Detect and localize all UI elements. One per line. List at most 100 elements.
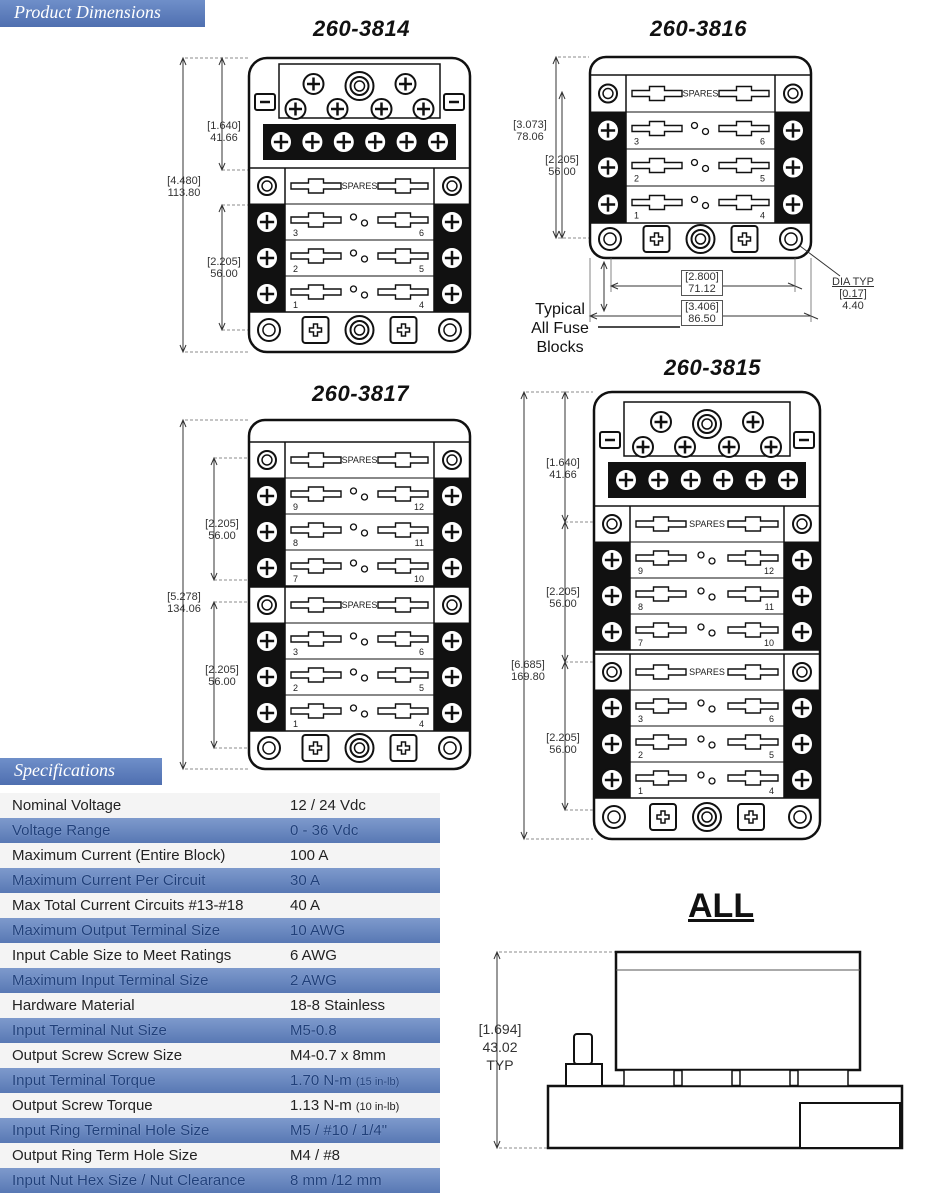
dimension-arrow	[561, 660, 569, 670]
spec-label: Nominal Voltage	[12, 797, 122, 814]
fuse-number: 2	[293, 264, 298, 274]
dim-3817-fuse-a: [2.205]56.00	[205, 518, 239, 542]
dimension-arrow	[218, 56, 226, 66]
mount-hole-inner	[446, 180, 458, 192]
fuse-number: 10	[414, 574, 424, 584]
fuse-number: 2	[293, 683, 298, 693]
dimension-arrow	[179, 56, 187, 66]
spec-row: Nominal Voltage 12 / 24 Vdc	[0, 793, 440, 818]
fuse-icon	[727, 698, 779, 714]
dimension-arrow	[493, 1140, 501, 1150]
spec-value: 0 - 36 Vdc	[290, 818, 440, 843]
spec-row: Input Cable Size to Meet Ratings 6 AWG	[0, 943, 440, 968]
fuse-number: 11	[765, 602, 774, 612]
fuse-number: 1	[293, 300, 298, 310]
fuse-icon	[290, 667, 342, 683]
spares-label: SPARES	[342, 181, 378, 191]
spec-row: Input Terminal Nut Size M5-0.8	[0, 1018, 440, 1043]
spec-label: Input Cable Size to Meet Ratings	[12, 947, 232, 964]
mount-hole-inner	[446, 454, 458, 466]
leader-line	[799, 245, 841, 277]
dimension-arrow	[561, 520, 569, 530]
product-dimensions-banner: Product Dimensions	[0, 0, 205, 27]
side-stud-post	[573, 1033, 593, 1065]
led-dot-icon	[697, 587, 705, 595]
spares-label: SPARES	[689, 667, 725, 677]
spares-label: SPARES	[342, 455, 378, 465]
mount-hole-inner	[793, 810, 807, 824]
led-dot-icon	[697, 551, 705, 559]
led-dot-icon	[708, 557, 716, 565]
side-cover	[614, 950, 862, 1072]
spec-value-text: 6 AWG	[290, 947, 337, 964]
mount-hole-inner	[262, 323, 276, 337]
led-dot-icon	[349, 285, 358, 293]
dimension-arrow	[179, 761, 187, 771]
fuse-icon	[290, 452, 342, 468]
spares-label: SPARES	[689, 519, 725, 529]
spec-value-text: M4 / #8	[290, 1147, 341, 1164]
dimension-arrow	[520, 390, 528, 400]
fuse-icon	[377, 212, 429, 228]
spec-value-text: 2 AWG	[290, 972, 337, 989]
fuse-icon	[727, 734, 779, 750]
spec-row: Voltage Range 0 - 36 Vdc	[0, 818, 440, 843]
plus-glyph	[737, 232, 752, 246]
dimension-arrow	[600, 260, 608, 270]
dimension-arrow	[552, 230, 560, 240]
mount-hole-inner	[261, 180, 273, 192]
model-title-3815: 260-3815	[664, 355, 761, 380]
fuse-icon	[290, 703, 342, 719]
fuse-icon	[631, 120, 683, 137]
mount-hole-inner	[261, 599, 273, 611]
spec-row: Maximum Current (Entire Block) 100 A	[0, 843, 440, 868]
plus-glyph	[649, 232, 664, 246]
dimension-arrow	[558, 90, 566, 100]
led-dot-icon	[697, 735, 705, 743]
dimension-arrow	[600, 303, 608, 313]
spec-value-text: 0 - 36 Vdc	[290, 822, 359, 839]
fuse-number: 4	[769, 786, 774, 796]
fuse-icon	[290, 558, 342, 574]
stud-core	[353, 324, 366, 336]
spec-value: M4 / #8	[290, 1143, 440, 1168]
fuse-number: 3	[634, 137, 639, 147]
spec-label: Input Terminal Nut Size	[12, 1022, 167, 1039]
spec-label: Voltage Range	[12, 822, 111, 839]
dim-3814-top: [1.640]41.66	[207, 120, 241, 144]
led-dot-icon	[360, 219, 369, 227]
dim-3815-fuse-b: [2.205]56.00	[546, 732, 580, 756]
spec-label: Maximum Output Terminal Size	[12, 922, 221, 939]
fuse-number: 3	[293, 228, 298, 238]
spec-value: 12 / 24 Vdc	[290, 793, 440, 818]
led-dot-icon	[349, 668, 358, 676]
dim-3816-height: [3.073]78.06	[513, 119, 547, 143]
fuse-icon	[290, 212, 342, 228]
spec-value: 100 A	[290, 843, 440, 868]
spec-value: 40 A	[290, 893, 440, 918]
fuse-number: 3	[293, 647, 298, 657]
stud-core	[353, 80, 366, 92]
led-dot-icon	[360, 710, 369, 718]
mount-hole-inner	[261, 454, 273, 466]
spec-value: 18-8 Stainless	[290, 993, 440, 1018]
fuse-icon	[290, 522, 342, 538]
plus-glyph	[396, 741, 411, 755]
mount-hole-inner	[446, 599, 458, 611]
mount-hole-inner	[606, 518, 618, 530]
spec-label: Output Screw Screw Size	[12, 1047, 183, 1064]
spec-label: Maximum Current (Entire Block)	[12, 847, 226, 864]
led-dot-icon	[349, 249, 358, 257]
side-stud-nut	[565, 1063, 603, 1087]
led-dot-icon	[360, 291, 369, 299]
mount-hole-inner	[443, 741, 457, 755]
fuse-icon	[631, 157, 683, 174]
spec-value: M5-0.8	[290, 1018, 440, 1043]
fuse-icon	[635, 516, 687, 532]
dimension-arrow	[179, 418, 187, 428]
led-dot-icon	[701, 164, 710, 173]
